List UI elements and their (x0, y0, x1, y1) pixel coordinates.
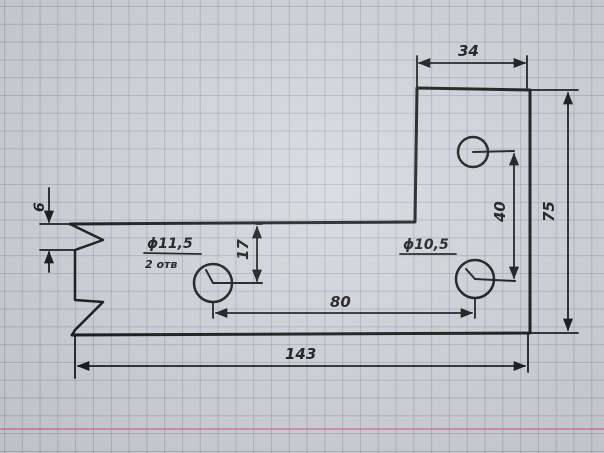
dim-label-75: 75 (540, 201, 558, 222)
dim-label-40: 40 (491, 201, 509, 223)
dim-label-17: 17 (234, 239, 252, 260)
leader-left-hole (205, 269, 214, 284)
part-outline (68, 86, 532, 337)
center-mark-bottom-right (474, 278, 516, 282)
dim-label-80: 80 (330, 293, 351, 311)
leader-right-hole (465, 268, 476, 280)
hole-callout-qty: 2 отв (145, 258, 177, 271)
hole-callout-small: ϕ10,5 (403, 237, 449, 253)
paper-margin-line (0, 428, 604, 430)
dim-label-34: 34 (458, 42, 479, 60)
hole-callout-large: ϕ11,5 (147, 236, 193, 252)
dim-label-143: 143 (285, 345, 316, 363)
dim-label-6: 6 (32, 202, 48, 212)
callout-underline-large (143, 252, 202, 255)
center-mark-top-right (472, 150, 515, 153)
break-line (68, 222, 105, 337)
